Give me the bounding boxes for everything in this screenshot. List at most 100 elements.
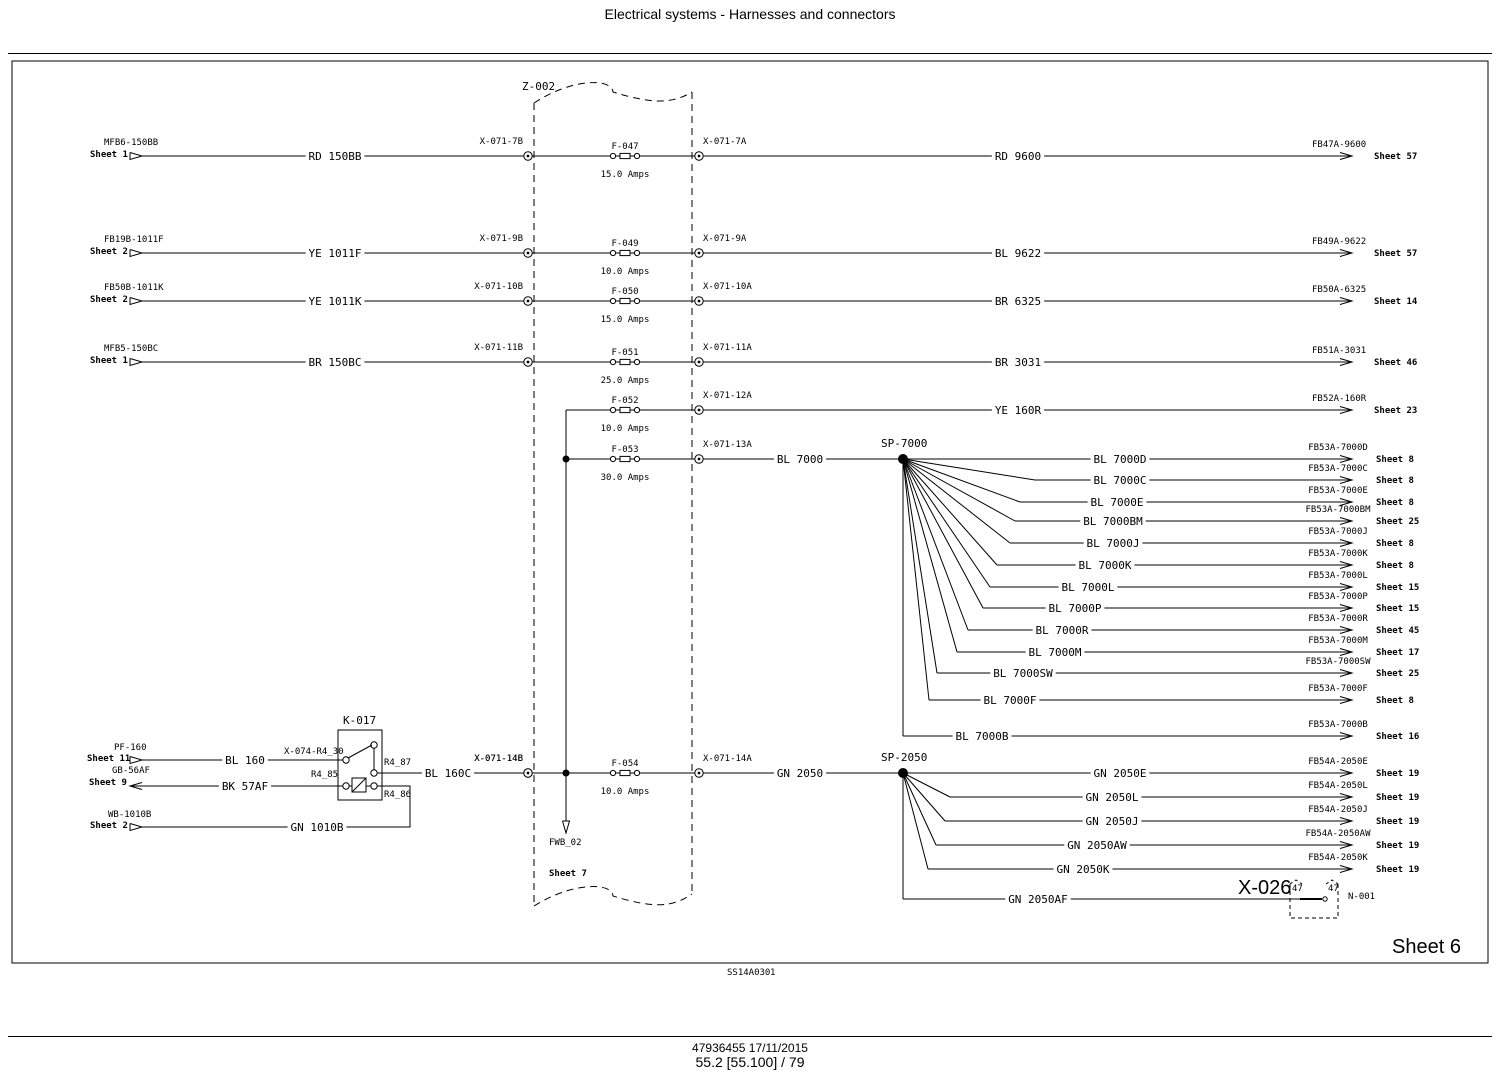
circuit-f-050-rating: 15.0 Amps: [601, 315, 650, 325]
circuit-f-050-wire-out-label: BR 6325: [995, 295, 1041, 308]
footer-doc-ref: 47936455 17/11/2015: [692, 1041, 808, 1055]
drawing-code: SS14A030: [727, 968, 770, 978]
sp2050-branch-0-wire-label-bg: [1090, 767, 1150, 780]
sp7000-branch-9-wire-label: BL 7000M: [1029, 646, 1082, 659]
sp7000-branch-7-arrow: [1339, 604, 1354, 612]
circuit-f-047-wire-in-label-bg: [305, 150, 365, 163]
sp7000-branch-8-wire-label-bg: [1032, 624, 1092, 637]
circuit-f-052-fuse-label: F-052: [611, 396, 638, 406]
sp7000-branch-11-arrow: [1339, 696, 1354, 704]
sp7000-branch-11-sheet: Sheet 8: [1376, 696, 1414, 706]
circuit-f-050-wire-in-label: YE 1011K: [309, 295, 362, 308]
wire-gn2050-label: GN 2050: [777, 767, 823, 780]
circuit-f-051-fuse-label: F-051: [611, 348, 638, 358]
sp7000-branch-8-arrow: [1339, 626, 1354, 634]
sp7000-branch-3-fan: [902, 458, 1016, 522]
page-header-title: Electrical systems - Harnesses and conne…: [604, 6, 896, 22]
sp7000-branch-6-wire-label-bg: [1058, 581, 1118, 594]
footer-page-ref: 55.2 [55.100] / 79: [695, 1054, 805, 1070]
connector-x026-notch-right: [1325, 879, 1339, 885]
circuit-f-049-conn-out-label: X-071-9A: [703, 234, 747, 244]
circuit-f-049-fuse-term-b: [633, 249, 641, 257]
circuit-f-049-src-sheet: Sheet 2: [90, 247, 128, 257]
relay-pin86: [370, 782, 378, 790]
sp7000-branch-7-fan: [902, 458, 984, 609]
circuit-f-051-src-label: MFB5-150BC: [104, 344, 158, 354]
sp7000-branch-8-sheet: Sheet 45: [1376, 626, 1419, 636]
sp2050-branch-4-sheet: Sheet 19: [1376, 865, 1419, 875]
diagram-frame: [11, 60, 1489, 964]
wire-bl160c-label-bg: [421, 767, 475, 780]
circuit-f-051-src-arrow: [129, 358, 144, 367]
circuit-f-050-dest-label: FB50A-6325: [1312, 285, 1366, 295]
sp7000-branch-2-wire-label-bg: [1087, 496, 1147, 509]
circuit-f-050-wire-out-label-bg: [991, 295, 1045, 308]
wire-bl7000-label: BL 7000: [777, 453, 823, 466]
sp2050-branch-2-wire-label-bg: [1082, 815, 1142, 828]
sp2050-branch-2-sheet: Sheet 19: [1376, 817, 1419, 827]
connector-x026-pin-a: 47: [1292, 884, 1303, 894]
circuit-f-051-src-sheet: Sheet 1: [90, 356, 128, 366]
circuit-f-049-fuse-term-a: [609, 249, 617, 257]
circuit-f-050-src-arrow: [129, 297, 144, 306]
sp7000-branch-10-wire-label: BL 7000SW: [993, 667, 1053, 680]
wire-bl7000-label-bg: [773, 453, 827, 466]
sp7000-branch-4-fan: [902, 458, 1011, 544]
drawing-rev: 1: [770, 968, 775, 978]
sp2050-branch-0-sheet: Sheet 19: [1376, 769, 1419, 779]
sp7000-branch-4-sheet: Sheet 8: [1376, 539, 1414, 549]
circuit-f-050-src-label: FB50B-1011K: [104, 283, 164, 293]
sp2050-branch-2-wire-label: GN 2050J: [1086, 815, 1139, 828]
sp2050-branch-0-arrow: [1339, 769, 1354, 777]
sp7000-branch-0-wire-label: BL 7000D: [1094, 453, 1147, 466]
circuit-f-054-conn-out-label: X-071-14A: [703, 754, 752, 764]
sp7000-branch-7-wire-label-bg: [1045, 602, 1105, 615]
circuit-f-052-wire-out-label: YE 160R: [995, 404, 1042, 417]
input-wb1010b-wire-label-bg: [287, 821, 347, 834]
input-gb56af-sheet: Sheet 9: [89, 778, 127, 788]
circuit-f-054-fuse-label: F-054: [611, 759, 638, 769]
sp7000-branch-0-wire-label-bg: [1090, 453, 1150, 466]
input-pf160-wire-label: BL 160: [225, 754, 265, 767]
circuit-f-052-conn-out-label: X-071-12A: [703, 391, 752, 401]
circuit-f-049-src-arrow: [129, 249, 144, 258]
input-wb1010b-sheet: Sheet 2: [90, 821, 128, 831]
circuit-f-051-wire-out-label: BR 3031: [995, 356, 1041, 369]
relay-k017-label: K-017: [343, 714, 376, 727]
circuit-f-049-conn-in-dot: [526, 251, 530, 255]
input-pf160-arrow: [129, 756, 144, 765]
circuit-f-053-fuse-term-b: [633, 455, 641, 463]
circuit-f-049-wire-in-label-bg: [305, 247, 365, 260]
relay-pin87-label: R4_87: [384, 758, 411, 768]
footer-rule: [8, 1036, 1492, 1037]
sp7000-branch-12-arrow: [1339, 732, 1354, 740]
conn-x071-14b-dot: [526, 771, 530, 775]
sp7000-branch-10-arrow: [1339, 669, 1354, 677]
circuit-f-054-fuse-body: [619, 769, 631, 777]
circuit-f-047-fuse-term-a: [609, 152, 617, 160]
sp7000-branch-6-dest: FB53A-7000L: [1308, 571, 1368, 581]
sp7000-branch-4-wire-label-bg: [1083, 537, 1143, 550]
input-pf160-label: PF-160: [114, 743, 147, 753]
sp7000-branch-5-wire-label: BL 7000K: [1079, 559, 1132, 572]
sp7000-branch-11-wire-label-bg: [980, 694, 1040, 707]
circuit-f-052-wire-out-label-bg: [991, 404, 1045, 417]
sp2050-branch-1-sheet: Sheet 19: [1376, 793, 1419, 803]
splice-sp2050-label: SP-2050: [881, 751, 927, 764]
connector-x026-box: [1289, 884, 1339, 919]
input-wb1010b-label: WB-1010B: [108, 810, 151, 820]
connector-x026-pin-end: [1322, 896, 1328, 902]
circuit-f-050-fuse-term-a: [609, 297, 617, 305]
input-gb56af-wire-label: BK 57AF: [222, 780, 268, 793]
sp7000-branch-1-sheet: Sheet 8: [1376, 476, 1414, 486]
sp7000-branch-6-sheet: Sheet 15: [1376, 583, 1419, 593]
circuit-f-051-conn-out-label: X-071-11A: [703, 343, 752, 353]
sp7000-branch-5-sheet: Sheet 8: [1376, 561, 1414, 571]
circuit-f-052-dest-sheet: Sheet 23: [1374, 406, 1417, 416]
module-z002-sheet: Sheet 7: [549, 869, 587, 879]
circuit-f-051-conn-in-label: X-071-11B: [474, 343, 523, 353]
sp7000-branch-10-fan: [902, 458, 938, 674]
circuit-f-053-conn-out-label: X-071-13A: [703, 440, 752, 450]
circuit-f-051-conn-in-dot: [526, 360, 530, 364]
